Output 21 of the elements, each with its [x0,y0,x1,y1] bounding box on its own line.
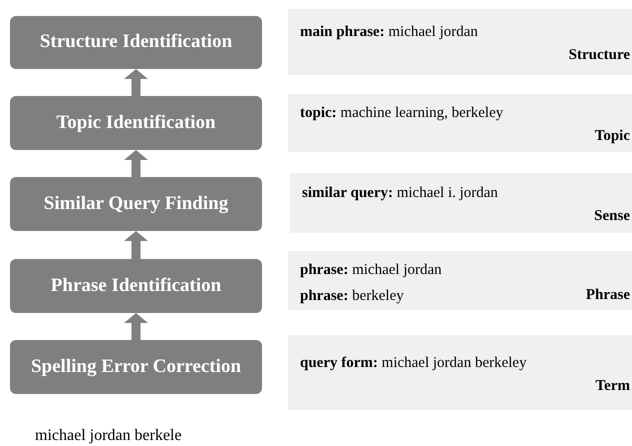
process-box: Structure Identification [10,16,262,69]
result-text: main phrase: michael jordan [300,23,478,42]
process-box: Similar Query Finding [10,177,262,231]
process-box: Topic Identification [10,96,262,150]
level-label: Structure [568,46,630,65]
block-arrow [124,69,148,96]
result-text: similar query: michael i. jordan [302,184,498,203]
level-label: Topic [594,127,630,146]
result-text: topic: machine learning, berkeley [300,104,504,123]
block-arrow [124,150,148,177]
block-arrow [124,313,148,340]
level-label: Term [596,376,630,396]
result-text: phrase: berkeley [300,286,404,306]
input-query-text: michael jordan berkele [35,426,182,446]
process-box: Phrase Identification [10,259,262,313]
result-text: query form: michael jordan berkeley [300,354,527,372]
level-label: Phrase [586,286,630,304]
result-text: phrase: michael jordan [300,260,442,280]
level-label: Sense [594,207,630,226]
block-arrow [124,231,148,259]
process-box: Spelling Error Correction [10,340,262,394]
